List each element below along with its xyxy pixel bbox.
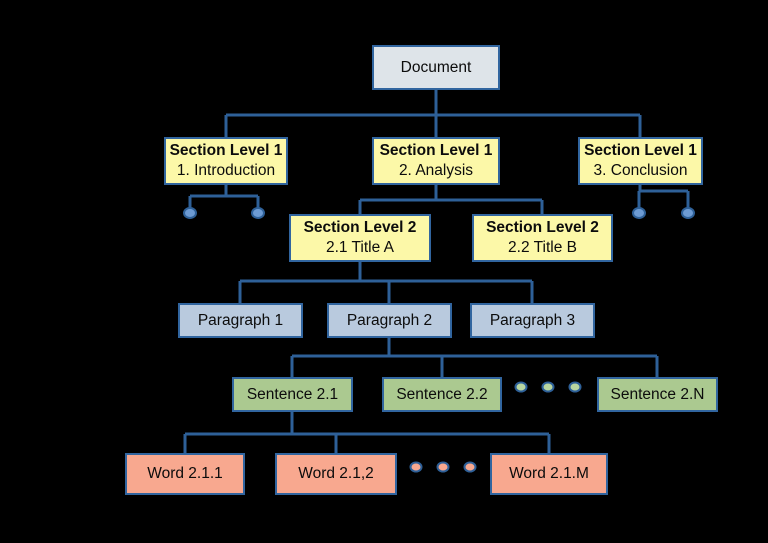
node-label: Paragraph 1 [197, 311, 284, 329]
node-subtitle: 3. Conclusion [593, 162, 688, 179]
conclusion-child-dot [681, 207, 695, 219]
connector-document-to-sections [224, 90, 642, 137]
node-label: Sentence 2.2 [396, 385, 488, 403]
node-label: Word 2.1,2 [298, 465, 374, 483]
node-title: Section Level 2 [303, 219, 417, 237]
sentence-ellipsis-dot [541, 381, 555, 393]
node-label: Paragraph 2 [346, 311, 433, 329]
node-title: Section Level 1 [584, 142, 697, 160]
node-section2-title-b: Section Level 2 2.2 Title B [472, 214, 613, 262]
connector-introduction-children [188, 185, 260, 208]
word-ellipsis-dot [436, 461, 450, 473]
node-sentence-2-n: Sentence 2.N [597, 377, 718, 412]
node-label: Paragraph 3 [489, 311, 576, 329]
node-document: Document [372, 45, 500, 90]
sentence-ellipsis-dot [568, 381, 582, 393]
node-subtitle: 1. Introduction [176, 162, 276, 179]
node-section2-title-a: Section Level 2 2.1 Title A [289, 214, 431, 262]
node-subtitle: 2.1 Title A [325, 239, 395, 256]
word-ellipsis-dot [409, 461, 423, 473]
node-subtitle: 2.2 Title B [508, 239, 577, 256]
node-word-2-1-1: Word 2.1.1 [125, 453, 245, 495]
connector-conclusion-children [637, 185, 690, 208]
node-paragraph-1: Paragraph 1 [178, 303, 303, 338]
node-section1-analysis: Section Level 1 2. Analysis [372, 137, 500, 185]
node-label: Sentence 2.1 [246, 385, 339, 403]
conclusion-child-dot [632, 207, 646, 219]
node-section1-introduction: Section Level 1 1. Introduction [164, 137, 288, 185]
node-subtitle: 2. Analysis [398, 162, 474, 179]
node-title: Section Level 1 [379, 142, 493, 160]
node-sentence-2-2: Sentence 2.2 [382, 377, 502, 412]
node-title: Section Level 1 [169, 142, 283, 160]
introduction-child-dot [251, 207, 265, 219]
node-word-2-1-2: Word 2.1,2 [275, 453, 397, 495]
connector-analysis-to-subsections [358, 185, 544, 214]
node-section1-conclusion: Section Level 1 3. Conclusion [578, 137, 703, 185]
node-paragraph-3: Paragraph 3 [470, 303, 595, 338]
node-label: Document [400, 58, 472, 76]
node-paragraph-2: Paragraph 2 [327, 303, 452, 338]
word-ellipsis-dot [463, 461, 477, 473]
node-label: Sentence 2.N [610, 385, 705, 403]
node-word-2-1-m: Word 2.1.M [490, 453, 608, 495]
connector-paragraph2-to-sentences [290, 338, 659, 377]
node-sentence-2-1: Sentence 2.1 [232, 377, 353, 412]
node-label: Word 2.1.1 [147, 465, 223, 483]
node-title: Section Level 2 [486, 219, 599, 237]
connector-titlea-to-paragraphs [238, 262, 534, 303]
introduction-child-dot [183, 207, 197, 219]
node-label: Word 2.1.M [509, 465, 589, 483]
sentence-ellipsis-dot [514, 381, 528, 393]
connector-sentence21-to-words [183, 412, 551, 453]
